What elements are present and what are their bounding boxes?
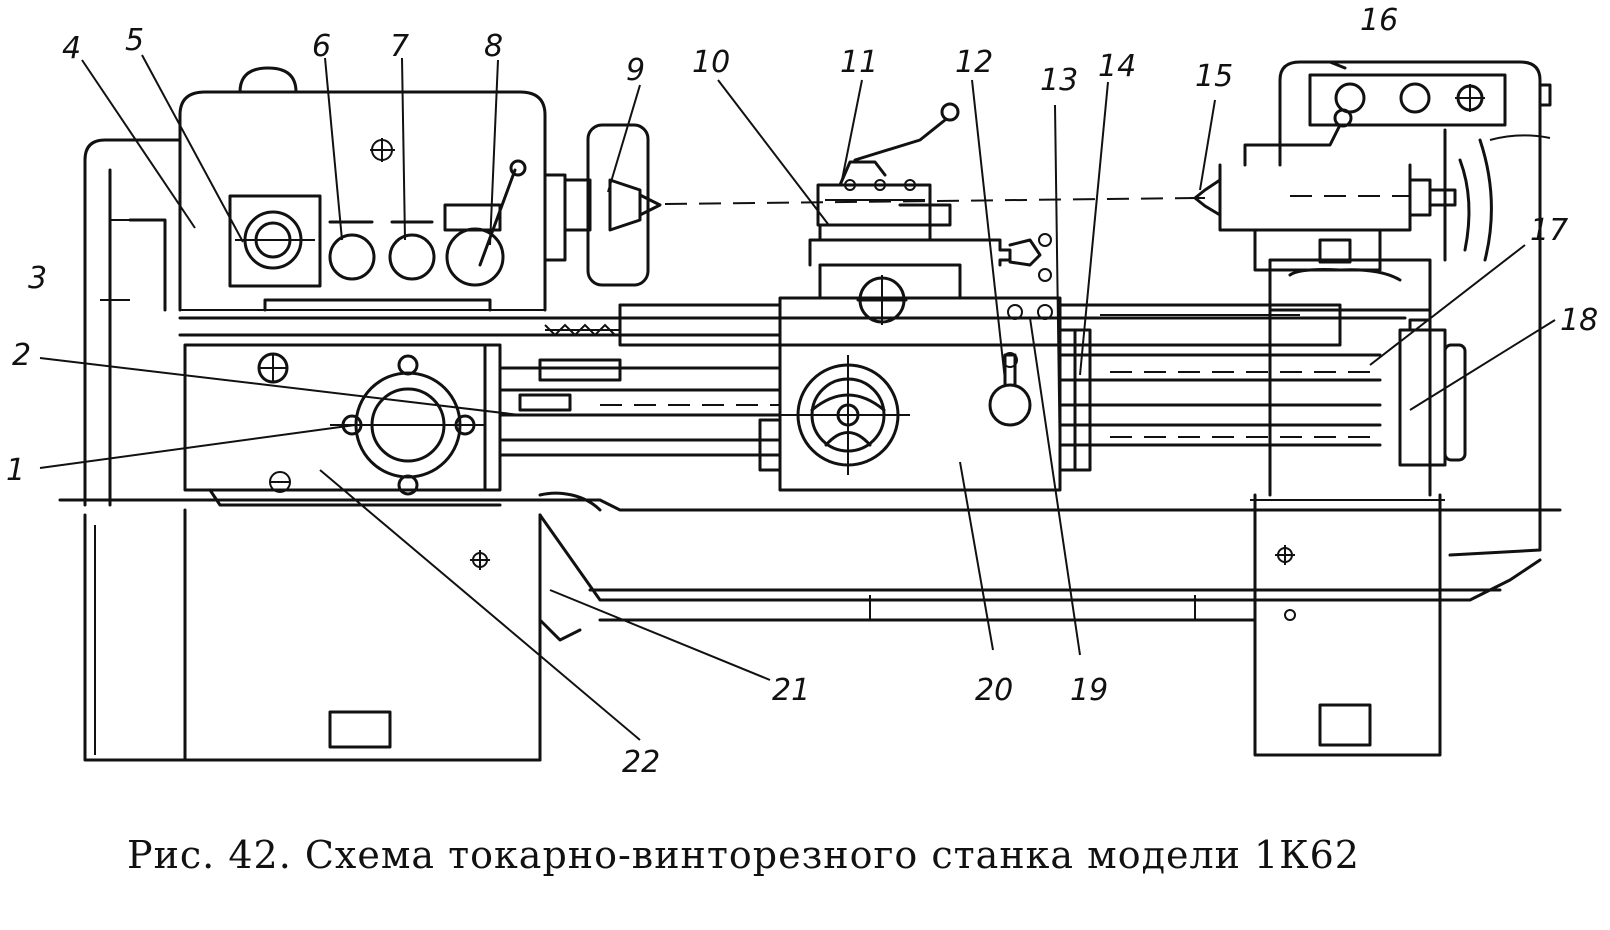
figure-caption: Рис. 42. Схема токарно-винторезного стан… bbox=[127, 833, 1360, 877]
leader-lines bbox=[39, 54, 1556, 741]
left-pedestal bbox=[83, 508, 582, 762]
callout-labels: 1 2 3 4 5 6 7 8 9 10 11 12 13 14 15 16 1… bbox=[6, 3, 1598, 780]
callout-15: 15 bbox=[1195, 59, 1233, 94]
callout-9: 9 bbox=[626, 53, 645, 88]
feed-rods bbox=[498, 353, 1382, 457]
callout-19: 19 bbox=[1070, 673, 1108, 708]
bed-ways bbox=[178, 303, 1407, 347]
callout-13: 13 bbox=[1040, 63, 1078, 98]
callout-22: 22 bbox=[622, 745, 660, 780]
right-end-cabinet bbox=[1278, 60, 1552, 557]
callout-4: 4 bbox=[62, 31, 81, 66]
callout-11: 11 bbox=[840, 45, 878, 80]
callout-17: 17 bbox=[1530, 213, 1568, 248]
carriage-toolpost bbox=[808, 102, 1052, 325]
callout-2: 2 bbox=[12, 338, 31, 373]
callout-14: 14 bbox=[1098, 49, 1136, 84]
feed-gearbox bbox=[183, 343, 502, 507]
callout-3: 3 bbox=[28, 261, 47, 296]
callout-18: 18 bbox=[1560, 303, 1598, 338]
callout-7: 7 bbox=[390, 29, 409, 64]
lathe-bed bbox=[58, 491, 1562, 622]
callout-16: 16 bbox=[1360, 3, 1398, 38]
callout-8: 8 bbox=[484, 29, 503, 64]
callout-6: 6 bbox=[312, 29, 331, 64]
tailstock bbox=[1190, 108, 1493, 497]
headstock bbox=[178, 66, 567, 312]
spindle-axis-line bbox=[664, 197, 1201, 205]
right-pedestal bbox=[1250, 493, 1445, 757]
callout-1: 1 bbox=[6, 453, 25, 488]
callout-20: 20 bbox=[975, 673, 1013, 708]
rod-end-bracket bbox=[1398, 318, 1467, 467]
callout-12: 12 bbox=[955, 45, 993, 80]
callout-5: 5 bbox=[125, 23, 144, 58]
pedestal-markers bbox=[470, 545, 1296, 621]
spindle-chuck bbox=[563, 123, 662, 287]
lathe-drawing bbox=[58, 60, 1562, 762]
callout-21: 21 bbox=[772, 673, 810, 708]
callout-10: 10 bbox=[692, 45, 730, 80]
left-column bbox=[83, 138, 182, 507]
apron bbox=[758, 296, 1092, 492]
